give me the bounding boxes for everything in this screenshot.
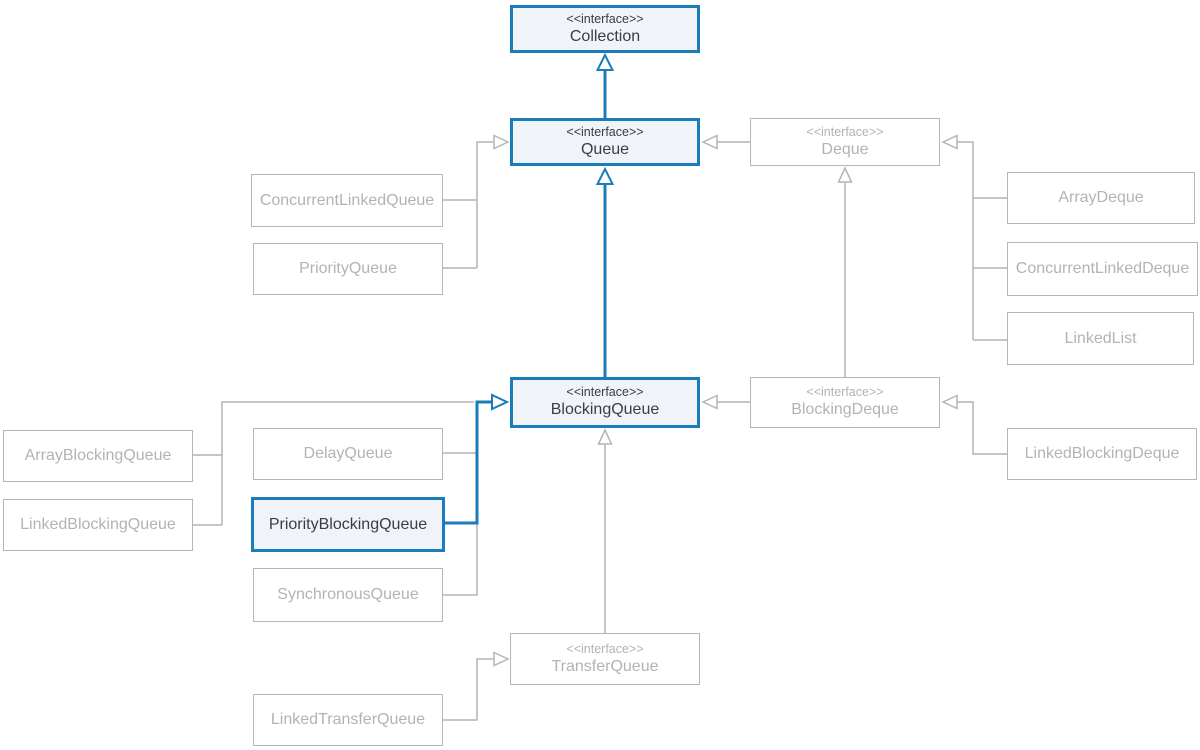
node-linkedtransferqueue: LinkedTransferQueue [253, 694, 443, 746]
node-deque: <<interface>> Deque [750, 118, 940, 166]
node-arrayblockingqueue: ArrayBlockingQueue [3, 430, 193, 482]
node-priorityqueue: PriorityQueue [253, 243, 443, 295]
node-synchronousqueue: SynchronousQueue [253, 568, 443, 622]
node-queue: <<interface>> Queue [510, 118, 700, 166]
node-label: BlockingQueue [550, 401, 660, 418]
node-priorityblockingqueue: PriorityBlockingQueue [251, 497, 445, 552]
node-label: LinkedBlockingDeque [1024, 445, 1180, 462]
stereotype-label: <<interface>> [806, 124, 884, 139]
inheritance-arrow-icon [493, 651, 510, 667]
inheritance-arrow-icon [493, 134, 510, 150]
inheritance-arrow-icon [597, 428, 613, 445]
node-collection: <<interface>> Collection [510, 5, 700, 53]
node-label: SynchronousQueue [277, 586, 419, 603]
node-arraydeque: ArrayDeque [1007, 172, 1195, 224]
node-delayqueue: DelayQueue [253, 428, 443, 480]
edge-synchronousqueue-to-blockingqueue [443, 523, 478, 596]
stereotype-label: <<interface>> [566, 11, 644, 26]
node-label: ArrayDeque [1058, 189, 1144, 206]
node-label: Queue [580, 140, 630, 158]
node-label: Deque [821, 140, 869, 158]
stereotype-label: <<interface>> [566, 385, 644, 399]
inheritance-arrow-icon [701, 394, 718, 410]
node-label: ConcurrentLinkedDeque [1015, 260, 1190, 277]
node-label: BlockingDeque [791, 401, 899, 418]
stereotype-label: <<interface>> [806, 385, 884, 399]
node-linkedlist: LinkedList [1007, 312, 1194, 365]
inheritance-arrow-icon [941, 134, 958, 150]
edge-concurrentlinkedqueue-priorityqueue-to-queue [443, 141, 493, 269]
edge-arrayblockingqueue-linkedblockingqueue-to-blockingqueue [193, 401, 474, 526]
node-label: PriorityBlockingQueue [268, 515, 428, 533]
stereotype-label: <<interface>> [566, 641, 644, 656]
edge-linkedtransferqueue-to-transferqueue [443, 658, 493, 721]
node-label: LinkedBlockingQueue [20, 516, 176, 533]
inheritance-arrow-icon [595, 166, 615, 185]
inheritance-arrow-icon [491, 393, 510, 411]
node-label: DelayQueue [303, 445, 393, 462]
node-blockingdeque: <<interface>> BlockingDeque [750, 377, 940, 428]
node-label: ConcurrentLinkedQueue [259, 191, 435, 209]
node-label: Collection [569, 27, 641, 45]
node-blockingqueue: <<interface>> BlockingQueue [510, 377, 700, 428]
inheritance-arrow-icon [837, 166, 853, 183]
node-label: LinkedTransferQueue [270, 711, 426, 728]
node-concurrentlinkeddeque: ConcurrentLinkedDeque [1007, 242, 1198, 296]
node-concurrentlinkedqueue: ConcurrentLinkedQueue [251, 174, 443, 227]
node-label: ArrayBlockingQueue [24, 447, 172, 464]
stereotype-label: <<interface>> [566, 124, 644, 139]
node-linkedblockingqueue: LinkedBlockingQueue [3, 499, 193, 551]
edge-arraydeque-cld-linkedlist-to-deque [957, 141, 1007, 341]
node-label: PriorityQueue [299, 260, 397, 277]
node-label: TransferQueue [551, 657, 659, 675]
node-transferqueue: <<interface>> TransferQueue [510, 633, 700, 685]
inheritance-arrow-icon [941, 394, 958, 410]
inheritance-arrow-icon [595, 52, 615, 71]
node-linkedblockingdeque: LinkedBlockingDeque [1007, 428, 1197, 480]
node-label: LinkedList [1064, 329, 1137, 347]
inheritance-arrow-icon [701, 134, 718, 150]
edge-priorityblockingqueue-to-blockingqueue-highlight [445, 400, 491, 525]
edge-linkedblockingdeque-to-blockingdeque [957, 401, 1007, 455]
